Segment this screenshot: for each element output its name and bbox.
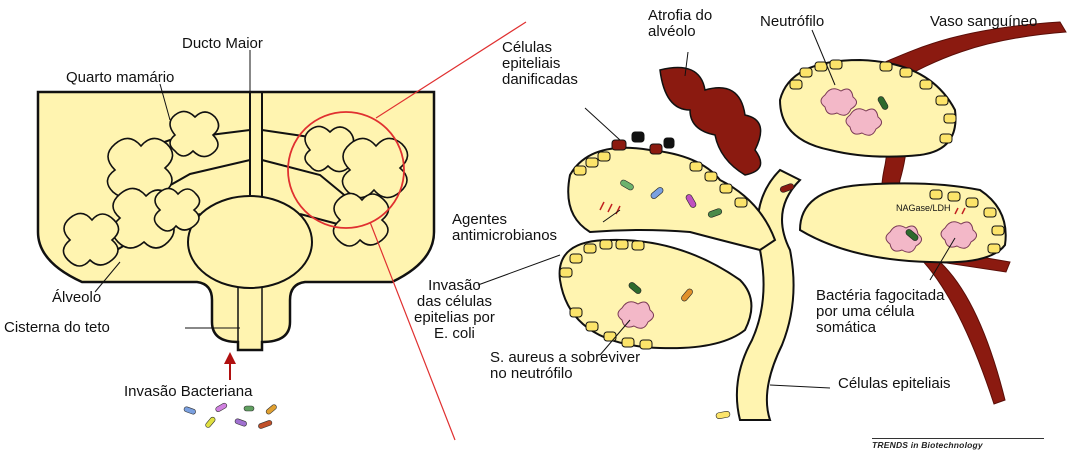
label-celulas-epiteliais: Células epiteliais — [838, 376, 951, 392]
credit-trends: TRENDS in Biotechnology — [872, 438, 1044, 450]
label-cisterna-do-teto: Cisterna do teto — [4, 320, 110, 336]
gland-cistern — [188, 196, 312, 288]
label-invasao-bacteriana: Invasão Bacteriana — [124, 384, 252, 400]
label-atrofia: Atrofia do alvéolo — [648, 8, 712, 40]
label-invasao-ecoli: Invasão das células epitelias por E. col… — [414, 278, 495, 342]
label-nagase-ldh: NAGase/LDH — [896, 203, 951, 213]
label-bacteria-fagocitada: Bactéria fagocitada por uma célula somát… — [816, 288, 944, 336]
label-agentes-antimicrobianos: Agentes antimicrobianos — [452, 212, 557, 244]
label-ducto-maior: Ducto Maior — [182, 36, 263, 52]
label-neutrofilo: Neutrófilo — [760, 14, 824, 30]
bacteria-group — [183, 402, 277, 429]
label-quarto-mamario: Quarto mamário — [66, 70, 174, 86]
label-celulas-danificadas: Células epiteliais danificadas — [502, 40, 578, 88]
label-alveolo: Álveolo — [52, 290, 101, 306]
alveolus-lower-left — [560, 240, 752, 348]
label-s-aureus: S. aureus a sobreviver no neutrófilo — [490, 350, 640, 382]
label-vaso-sanguineo: Vaso sanguíneo — [930, 14, 1037, 30]
invasion-arrow — [224, 352, 236, 380]
